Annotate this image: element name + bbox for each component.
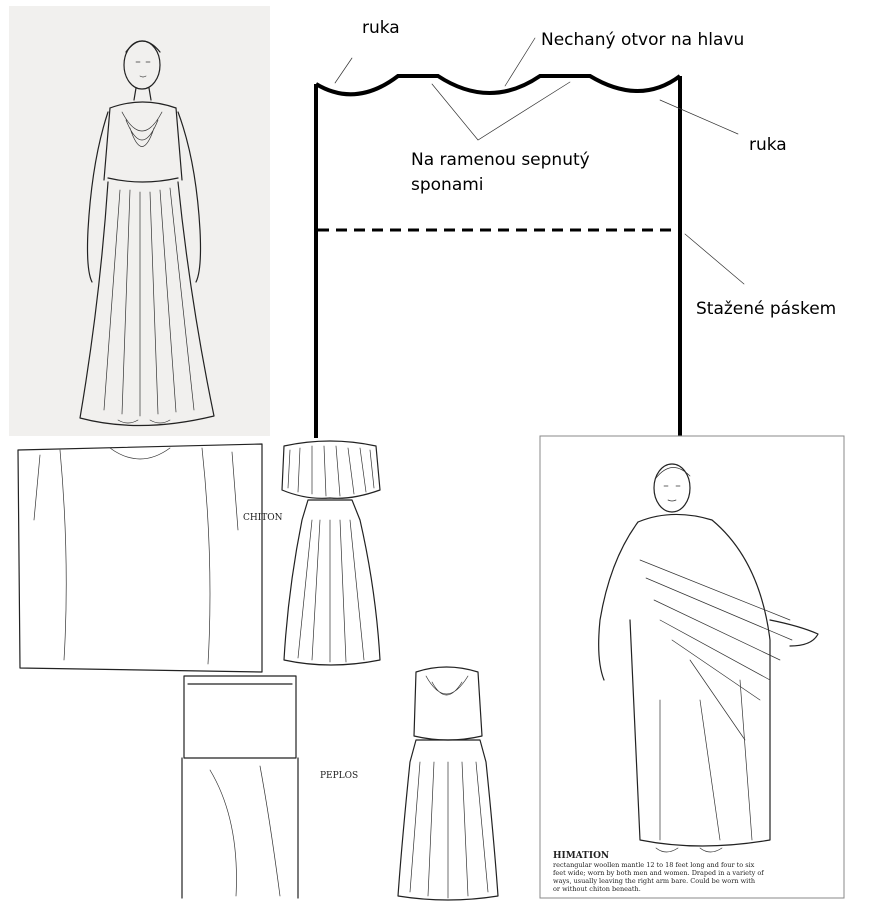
chiton-caption: CHITON xyxy=(243,513,283,523)
shoulder-clasp-label: Na ramenou sepnutý xyxy=(411,150,590,170)
shoulder-clasp-label-line2: sponami xyxy=(411,175,484,195)
himation-caption-line: or without chiton beneath. xyxy=(553,885,641,893)
himation-caption-line: ways, usually leaving the right arm bare… xyxy=(553,877,755,885)
woman-sketch-photo xyxy=(9,6,270,436)
himation-card: HIMATION rectangular woollen mantle 12 t… xyxy=(540,436,844,898)
head-opening-label: Nechaný otvor na hlavu xyxy=(541,30,744,50)
himation-caption-line: rectangular woollen mantle 12 to 18 feet… xyxy=(553,861,755,869)
arm-left-label: ruka xyxy=(362,18,400,38)
belt-label: Stažené páskem xyxy=(696,299,836,319)
himation-caption-title: HIMATION xyxy=(553,851,609,861)
chiton-pattern: ruka Nechaný otvor na hlavu ruka Na rame… xyxy=(316,18,836,440)
chiton-peplos-illustration: CHITON PEPLOS xyxy=(10,438,530,901)
himation-caption-line: feet wide; worn by both men and women. D… xyxy=(553,869,764,877)
arm-right-label: ruka xyxy=(749,135,787,155)
peplos-caption: PEPLOS xyxy=(320,771,358,781)
